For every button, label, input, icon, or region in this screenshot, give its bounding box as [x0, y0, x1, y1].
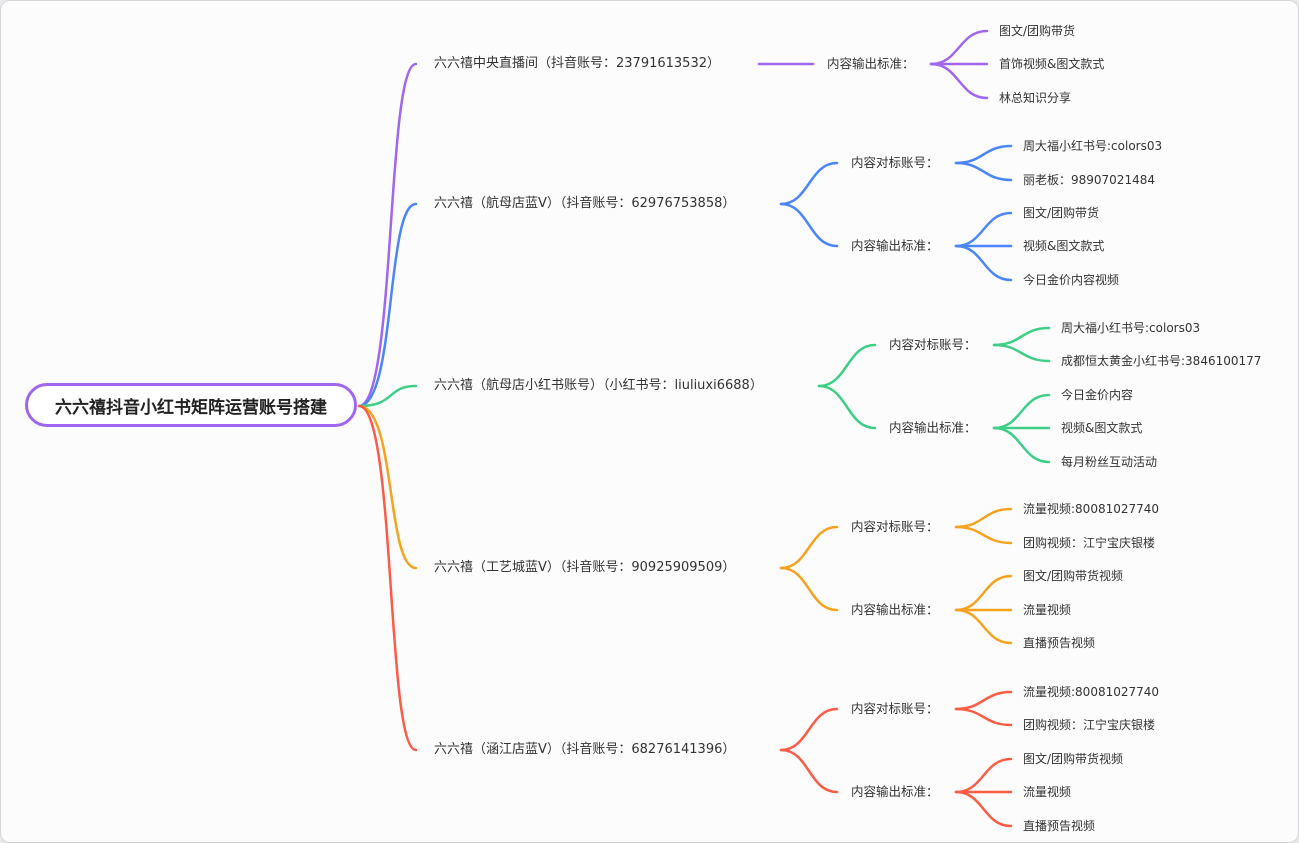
leaf-topic[interactable]: 图文/团购带货视频 — [1023, 569, 1124, 583]
leaf-topic[interactable]: 流量视频 — [1023, 603, 1072, 617]
branch-connector — [357, 404, 418, 570]
leaf-topic[interactable]: 流量视频:80081027740 — [1023, 502, 1160, 516]
leaf-topic[interactable]: 今日金价内容 — [1061, 388, 1134, 402]
leaf-connector — [992, 343, 1051, 363]
leaf-topic[interactable]: 视频&图文款式 — [1061, 421, 1143, 435]
leaf-connector — [954, 525, 1013, 545]
branch-topic[interactable]: 六六禧（航母店蓝V）（抖音账号：62976753858） — [434, 196, 736, 211]
sub-connector — [817, 343, 877, 388]
subtopic[interactable]: 内容对标账号： — [851, 701, 939, 716]
leaf-topic[interactable]: 丽老板：98907021484 — [1023, 173, 1155, 187]
leaf-connector — [992, 426, 1051, 464]
sub-connector — [779, 161, 839, 206]
leaf-connector — [929, 62, 989, 100]
branch-connector — [357, 62, 418, 408]
leaf-topic[interactable]: 首饰视频&图文款式 — [999, 57, 1105, 71]
subtopic[interactable]: 内容对标账号： — [851, 155, 939, 170]
subtopic[interactable]: 内容对标账号： — [889, 337, 977, 352]
leaf-topic[interactable]: 周大福小红书号:colors03 — [1061, 321, 1201, 335]
leaf-connector — [954, 574, 1013, 612]
branch-connector — [357, 202, 418, 408]
leaf-topic[interactable]: 图文/团购带货视频 — [1023, 752, 1124, 766]
leaf-topic[interactable]: 周大福小红书号:colors03 — [1023, 139, 1163, 153]
leaf-topic[interactable]: 团购视频：江宁宝庆银楼 — [1023, 718, 1156, 732]
leaf-topic[interactable]: 今日金价内容视频 — [1023, 273, 1120, 287]
subtopic[interactable]: 内容对标账号： — [851, 519, 939, 534]
sub-connector — [779, 202, 839, 248]
leaf-connector — [954, 790, 1013, 828]
leaf-connector — [954, 757, 1013, 794]
leaf-connector — [929, 29, 989, 66]
leaf-topic[interactable]: 直播预告视频 — [1023, 819, 1096, 833]
leaf-topic[interactable]: 团购视频：江宁宝庆银楼 — [1023, 536, 1156, 550]
leaf-connector — [992, 393, 1051, 430]
branch-connector — [357, 384, 418, 408]
branch-topic[interactable]: 六六禧（涵江店蓝V）（抖音账号：68276141396） — [434, 742, 736, 757]
leaf-connector — [954, 161, 1013, 182]
leaf-topic[interactable]: 图文/团购带货 — [999, 24, 1076, 38]
leaf-topic[interactable]: 流量视频:80081027740 — [1023, 685, 1160, 699]
subtopic[interactable]: 内容输出标准： — [889, 420, 977, 435]
branch-topic[interactable]: 六六禧中央直播间（抖音账号：23791613532） — [434, 56, 720, 71]
leaf-topic[interactable]: 直播预告视频 — [1023, 636, 1096, 650]
leaf-connector — [992, 326, 1051, 347]
sub-connector — [817, 384, 877, 430]
branch-connector — [357, 404, 418, 752]
leaf-connector — [954, 211, 1013, 248]
subtopic[interactable]: 内容输出标准： — [827, 56, 915, 71]
root-topic[interactable]: 六六禧抖音小红书矩阵运营账号搭建 — [25, 383, 357, 427]
sub-connector — [779, 748, 839, 794]
sub-connector — [779, 566, 839, 612]
branch-topic[interactable]: 六六禧（工艺城蓝V）（抖音账号：90925909509） — [434, 560, 736, 575]
sub-connector — [779, 525, 839, 570]
leaf-topic[interactable]: 每月粉丝互动活动 — [1061, 455, 1158, 469]
branch-topic[interactable]: 六六禧（航母店小红书账号）（小红书号：liuliuxi6688） — [434, 378, 763, 393]
leaf-topic[interactable]: 林总知识分享 — [999, 91, 1072, 105]
subtopic[interactable]: 内容输出标准： — [851, 238, 939, 253]
leaf-topic[interactable]: 流量视频 — [1023, 785, 1072, 799]
leaf-connector — [954, 244, 1013, 282]
leaf-connector — [954, 608, 1013, 645]
leaf-topic[interactable]: 成都恒太黄金小红书号:3846100177 — [1061, 354, 1262, 368]
leaf-topic[interactable]: 视频&图文款式 — [1023, 239, 1105, 253]
subtopic[interactable]: 内容输出标准： — [851, 784, 939, 799]
sub-connector — [779, 707, 839, 752]
leaf-connector — [954, 707, 1013, 727]
leaf-topic[interactable]: 图文/团购带货 — [1023, 206, 1100, 220]
leaf-connector — [954, 690, 1013, 711]
subtopic[interactable]: 内容输出标准： — [851, 602, 939, 617]
leaf-connector — [954, 507, 1013, 529]
leaf-connector — [954, 144, 1013, 165]
